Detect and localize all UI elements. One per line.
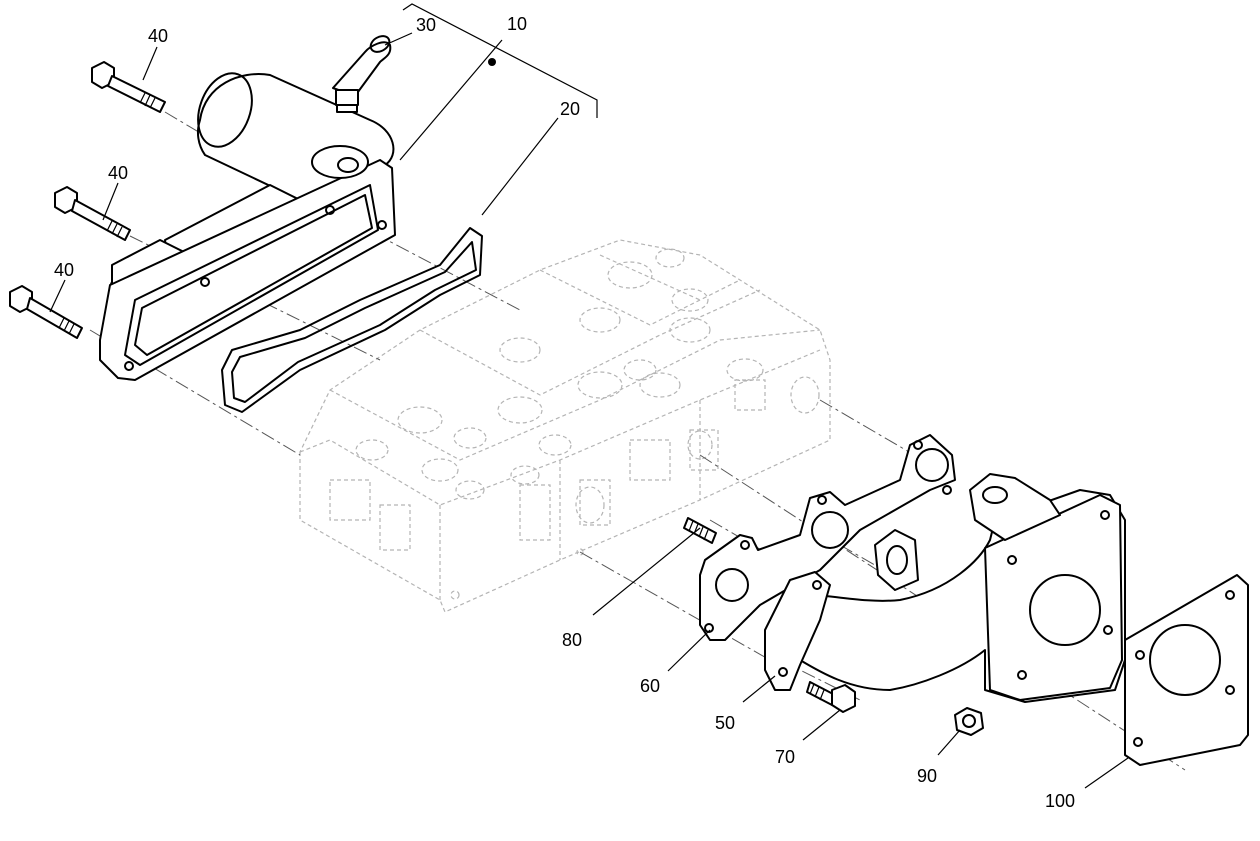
- manifold-bolt: [806, 681, 856, 713]
- callout-100: 100: [1045, 791, 1075, 811]
- assembly-axes: [89, 110, 1186, 771]
- cylinder-head-ghost: [299, 239, 831, 613]
- bolt-middle: [54, 186, 131, 241]
- callout-70: 70: [775, 747, 795, 767]
- bolt-lower: [9, 285, 83, 339]
- callout-30: 30: [416, 15, 436, 35]
- callout-40-lower: 40: [54, 260, 74, 280]
- callout-labels: 10 20 30 40 40 40 50 60 70 80 90 100: [54, 14, 1075, 811]
- hose-fitting: [332, 35, 392, 113]
- callout-10: 10: [507, 14, 527, 34]
- leader-lines: [49, 32, 1129, 789]
- callout-90: 90: [917, 766, 937, 786]
- callout-20: 20: [560, 99, 580, 119]
- thermostat-gasket: [221, 227, 483, 413]
- exhaust-flange-gasket: [1124, 574, 1249, 766]
- callout-60: 60: [640, 676, 660, 696]
- nut: [954, 707, 984, 736]
- callout-80: 80: [562, 630, 582, 650]
- stud: [683, 517, 717, 544]
- thermostat-housing: [99, 72, 396, 381]
- exhaust-manifold: [764, 473, 1126, 703]
- callout-40-upper: 40: [148, 26, 168, 46]
- exhaust-manifold-gasket: [699, 434, 956, 641]
- assembly-bracket: [402, 3, 598, 118]
- assembly-dot: [488, 58, 496, 66]
- callout-50: 50: [715, 713, 735, 733]
- callout-40-middle: 40: [108, 163, 128, 183]
- bolt-upper: [91, 61, 166, 113]
